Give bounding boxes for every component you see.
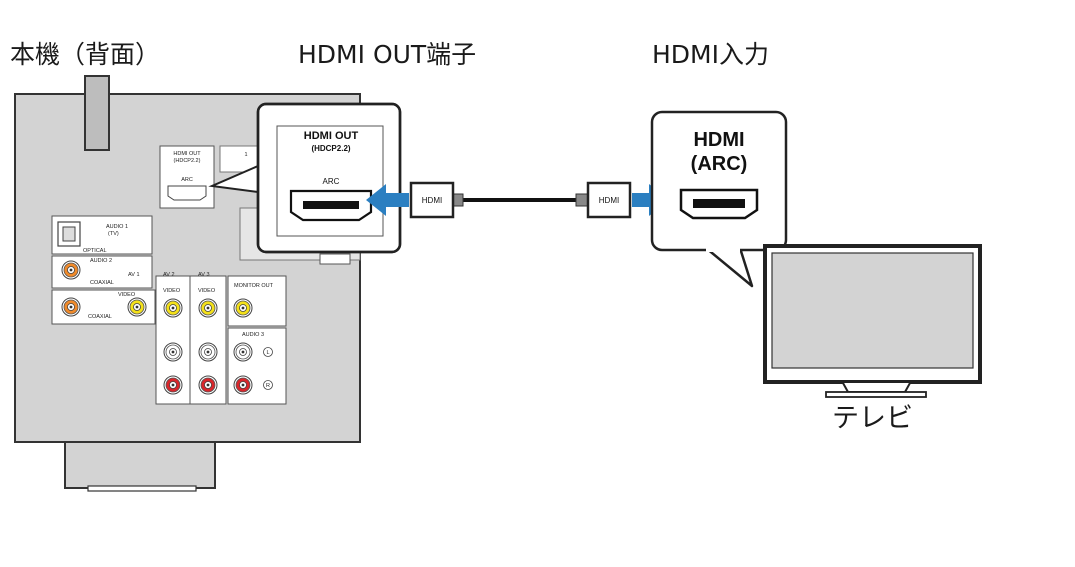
tv-stand	[825, 391, 927, 398]
panel-coaxial2-label: COAXIAL	[88, 314, 112, 320]
tv-set	[763, 244, 982, 398]
receiver-hdmi-out-callout: HDMI OUT (HDCP2.2) ARC	[208, 102, 402, 254]
panel-arc-label: ARC	[181, 177, 193, 183]
panel-hdcp-label: (HDCP2.2)	[174, 158, 201, 164]
wireless-antenna	[84, 75, 110, 151]
panel-audio2-label: AUDIO 2	[90, 258, 112, 264]
cable-plug-left	[409, 181, 455, 219]
panel-coaxial1-label: COAXIAL	[90, 280, 114, 286]
callout-tv-title: HDMI	[693, 129, 744, 151]
panel-audio1-label: AUDIO 1	[106, 224, 128, 230]
cable-plug-right	[586, 181, 632, 219]
panel-monitor-out-label: MONITOR OUT	[234, 283, 274, 289]
arrow-left	[366, 184, 409, 216]
panel-left-mark: L	[266, 350, 269, 356]
callout-receiver-arc: ARC	[323, 177, 340, 186]
tv-screen	[771, 252, 974, 369]
callout-receiver-frame	[256, 102, 402, 254]
tv-hdmi-port-slot	[693, 199, 745, 208]
receiver-foot	[64, 441, 216, 489]
panel-audio3-label: AUDIO 3	[242, 332, 264, 338]
panel-av2-label: AV 2	[163, 272, 175, 278]
label-hdmi-out-terminal: HDMI OUT端子	[298, 40, 477, 69]
callout-receiver-subtitle: (HDCP2.2)	[311, 144, 350, 153]
panel-audio1-sub: (TV)	[108, 231, 119, 237]
panel-video1-label: VIDEO	[118, 292, 136, 298]
panel-optical-label: OPTICAL	[83, 248, 107, 254]
panel-audio3-block	[227, 327, 287, 405]
panel-video2-label: VIDEO	[163, 288, 181, 294]
panel-hdmi-out-label: HDMI OUT	[173, 151, 201, 157]
callout-receiver-title: HDMI OUT	[304, 130, 359, 142]
panel-av3-label: AV 3	[198, 272, 210, 278]
cable-plug-right-label: HDMI	[599, 196, 619, 205]
label-hdmi-input: HDMI入力	[652, 40, 769, 69]
panel-video3-label: VIDEO	[198, 288, 216, 294]
arrow-right	[632, 184, 669, 216]
tv-hdmi-callout: HDMI (ARC)	[650, 110, 788, 288]
label-tv: テレビ	[832, 403, 913, 434]
panel-hdmi-port	[167, 185, 207, 201]
callout-tv-subtitle: (ARC)	[691, 153, 748, 175]
receiver-hdmi-port-slot	[303, 201, 359, 209]
panel-av1-label: AV 1	[128, 272, 140, 278]
hdmi-cable: HDMI HDMI	[366, 181, 669, 219]
label-unit-rear: 本機（背面）	[10, 40, 161, 69]
cable-plug-left-label: HDMI	[422, 196, 442, 205]
panel-right-mark: R	[266, 383, 270, 389]
panel-slot-number: 1	[244, 152, 247, 158]
